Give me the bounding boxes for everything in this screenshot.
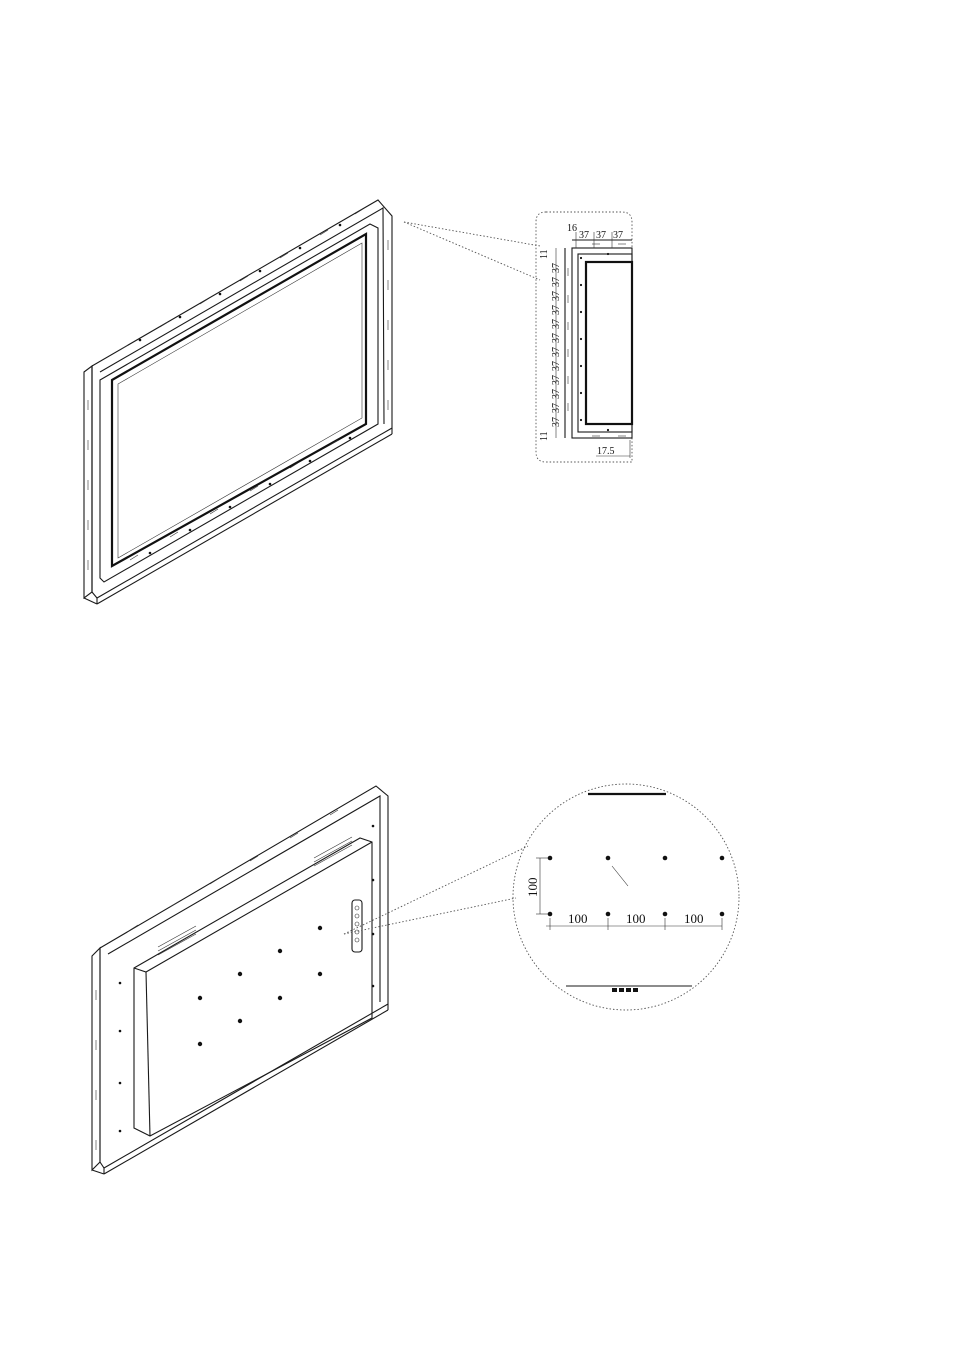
front-bezel	[100, 224, 378, 582]
rear-outer-frame	[100, 786, 388, 1168]
front-side-label: 37	[551, 417, 562, 427]
rear-h-label-2: 100	[684, 911, 704, 926]
rear-view-monitor	[92, 786, 388, 1174]
front-top-label-3: 37	[613, 230, 623, 241]
front-side-label: 11	[539, 249, 550, 259]
front-side-label: 37	[551, 375, 562, 385]
rear-h-label-0: 100	[568, 911, 588, 926]
front-side-label: 37	[551, 403, 562, 413]
front-side-label: 37	[551, 333, 562, 343]
front-side-label: 37	[551, 389, 562, 399]
front-top-label-2: 37	[596, 230, 606, 241]
front-outer-frame	[92, 200, 392, 598]
rear-v-label: 100	[525, 878, 540, 898]
front-top-label-0: 16	[567, 223, 577, 234]
front-side-label: 37	[551, 361, 562, 371]
front-leader-bottom	[404, 222, 540, 280]
front-bottom-label: 17.5	[597, 446, 615, 457]
rear-housing	[134, 838, 372, 1136]
rear-detail-callout: 100 100 100 100	[513, 784, 739, 1010]
front-side-label: 37	[551, 319, 562, 329]
front-side-label: 11	[539, 431, 550, 441]
front-side-label: 37	[551, 277, 562, 287]
front-side-label: 37	[551, 347, 562, 357]
front-top-label-1: 37	[579, 230, 589, 241]
rear-leader-bottom	[344, 898, 516, 934]
front-view-monitor	[84, 200, 392, 604]
front-leader-top	[404, 222, 540, 246]
front-side-label: 37	[551, 291, 562, 301]
front-side-label: 37	[551, 305, 562, 315]
front-side-label: 37	[551, 263, 562, 273]
rear-h-label-1: 100	[626, 911, 646, 926]
